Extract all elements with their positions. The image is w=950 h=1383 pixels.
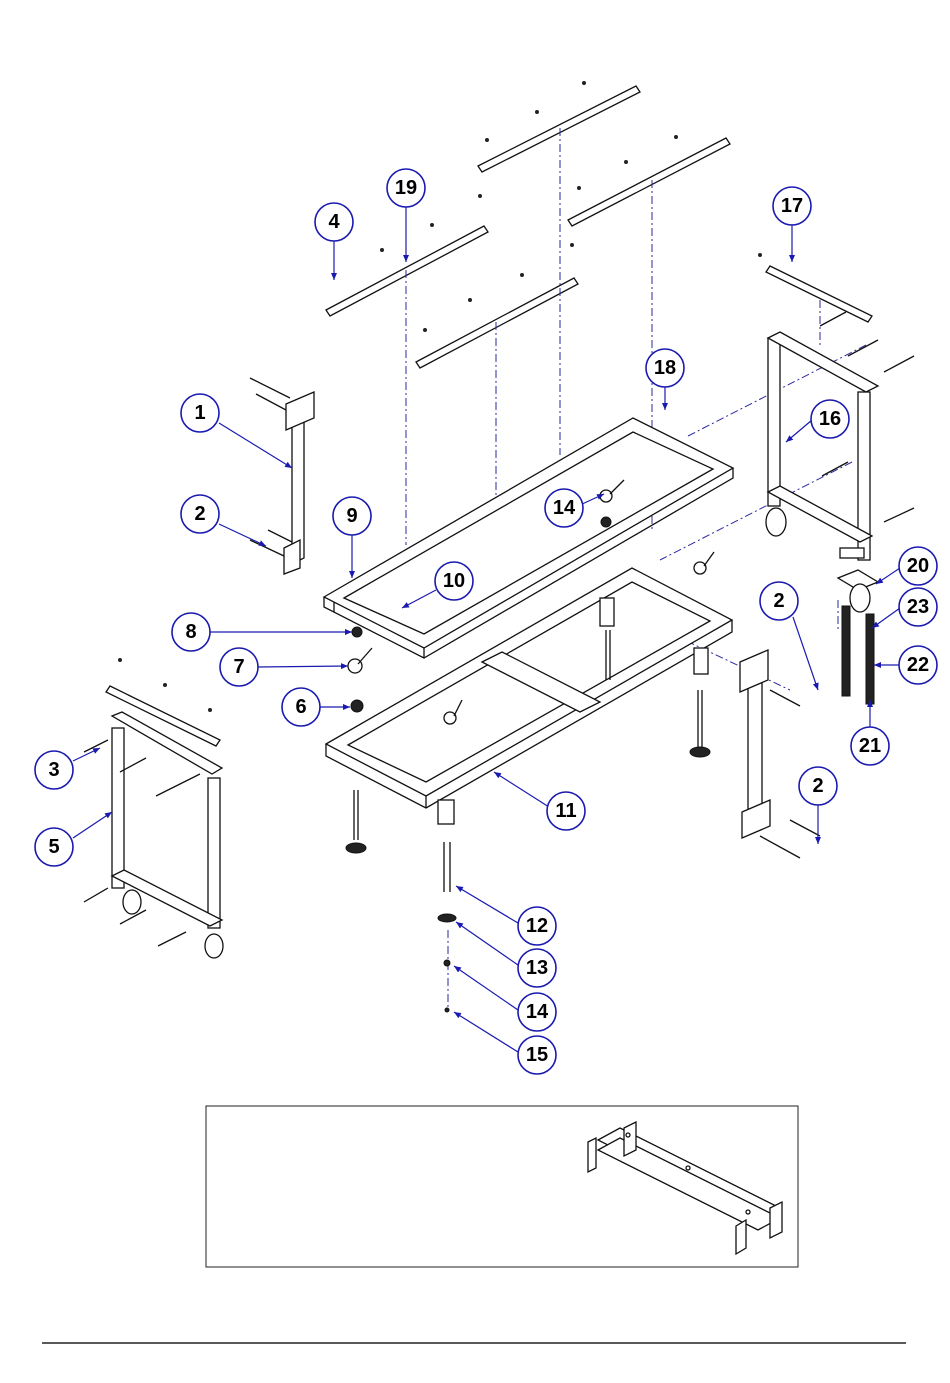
- balloon-2: 2: [799, 767, 837, 805]
- balloon-label: 15: [526, 1044, 548, 1066]
- balloon-7: 7: [220, 648, 258, 686]
- top-flat-bars: [106, 86, 872, 746]
- balloon-5: 5: [35, 828, 73, 866]
- balloon-label: 3: [48, 759, 59, 781]
- balloon-22: 22: [899, 646, 937, 684]
- balloon-label: 23: [907, 596, 929, 618]
- balloon-label: 20: [907, 555, 929, 577]
- balloon-label: 13: [526, 957, 548, 979]
- balloon-13: 13: [518, 949, 556, 987]
- balloon-label: 4: [328, 211, 340, 233]
- balloon-10: 10: [435, 562, 473, 600]
- balloon-3: 3: [35, 751, 73, 789]
- balloon-label: 1: [194, 402, 205, 424]
- balloon-label: 8: [185, 621, 196, 643]
- balloon-label: 2: [194, 503, 205, 525]
- balloon-4: 4: [315, 203, 353, 241]
- balloon-label: 7: [233, 656, 244, 678]
- left-bracket: [250, 378, 314, 574]
- balloon-6: 6: [282, 688, 320, 726]
- balloon-18: 18: [646, 349, 684, 387]
- balloon-label: 22: [907, 654, 929, 676]
- balloon-14: 14: [545, 489, 583, 527]
- balloon-label: 16: [819, 408, 841, 430]
- balloon-11: 11: [547, 792, 585, 830]
- balloon-20: 20: [899, 547, 937, 585]
- balloon-label: 11: [555, 800, 576, 822]
- balloon-label: 9: [346, 505, 357, 527]
- balloon-21: 21: [851, 727, 889, 765]
- balloon-label: 19: [395, 177, 417, 199]
- balloon-16: 16: [811, 400, 849, 438]
- right-bracket: [740, 650, 820, 858]
- balloon-19: 19: [387, 169, 425, 207]
- balloon-label: 14: [526, 1001, 549, 1023]
- balloon-label: 6: [295, 696, 306, 718]
- balloon-label: 18: [654, 357, 676, 379]
- balloon-9: 9: [333, 497, 371, 535]
- balloon-label: 10: [443, 570, 465, 592]
- balloon-15: 15: [518, 1036, 556, 1074]
- balloon-label: 14: [553, 497, 576, 519]
- balloon-label: 2: [812, 775, 823, 797]
- balloon-14: 14: [518, 993, 556, 1031]
- balloon-2: 2: [760, 582, 798, 620]
- balloon-1: 1: [181, 394, 219, 432]
- inset-detail-box: [206, 1106, 798, 1267]
- left-end-frame: [84, 712, 223, 958]
- balloon-label: 2: [773, 590, 784, 612]
- balloon-label: 17: [781, 195, 803, 217]
- balloon-23: 23: [899, 588, 937, 626]
- balloon-12: 12: [518, 907, 556, 945]
- balloon-17: 17: [773, 187, 811, 225]
- balloon-8: 8: [172, 613, 210, 651]
- balloon-label: 21: [859, 735, 881, 757]
- balloon-2: 2: [181, 495, 219, 533]
- balloon-label: 5: [48, 836, 59, 858]
- balloon-label: 12: [526, 915, 548, 937]
- right-end-frame: [766, 312, 914, 704]
